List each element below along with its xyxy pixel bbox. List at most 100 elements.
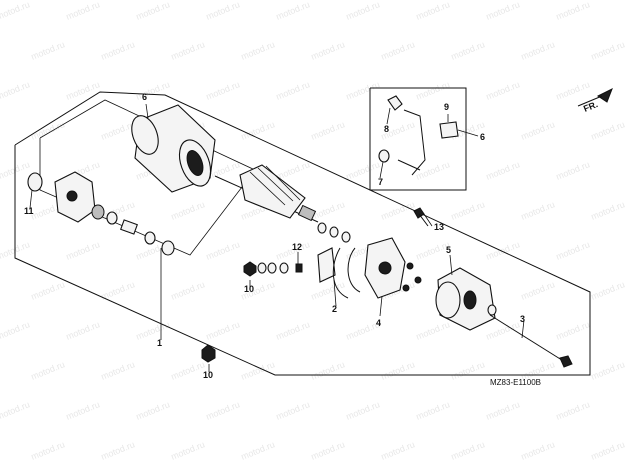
watermark-text: motod.ru bbox=[555, 0, 592, 22]
watermark-text: motod.ru bbox=[170, 279, 207, 302]
watermark-text: motod.ru bbox=[30, 39, 67, 62]
watermark-text: motod.ru bbox=[135, 319, 172, 342]
watermark-text: motod.ru bbox=[100, 119, 137, 142]
watermark-text: motod.ru bbox=[0, 159, 31, 182]
callout-4: 4 bbox=[376, 318, 381, 328]
watermark-text: motod.ru bbox=[310, 439, 347, 462]
watermark-text: motod.ru bbox=[310, 119, 347, 142]
watermark-text: motod.ru bbox=[135, 79, 172, 102]
bottom-nut bbox=[201, 344, 216, 363]
watermark-text: motod.ru bbox=[520, 199, 557, 222]
watermark-text: motod.ru bbox=[100, 359, 137, 382]
watermark-text: motod.ru bbox=[135, 399, 172, 422]
watermark-text: motod.ru bbox=[310, 199, 347, 222]
callout-7: 7 bbox=[378, 177, 383, 187]
watermark-text: motod.ru bbox=[555, 79, 592, 102]
watermark-text: motod.ru bbox=[240, 439, 277, 462]
watermark-text: motod.ru bbox=[310, 359, 347, 382]
callout-6-yoke: 6 bbox=[142, 92, 147, 102]
watermark-text: motod.ru bbox=[0, 0, 31, 22]
watermark-text: motod.ru bbox=[65, 0, 102, 22]
callout-1: 1 bbox=[157, 338, 162, 348]
watermark-text: motod.ru bbox=[415, 0, 452, 22]
callout-10-lower: 10 bbox=[203, 370, 213, 380]
watermark-text: motod.ru bbox=[275, 0, 312, 22]
watermark-text: motod.ru bbox=[275, 79, 312, 102]
callout-9: 9 bbox=[444, 102, 449, 112]
watermark-text: motod.ru bbox=[590, 199, 625, 222]
motor-yoke bbox=[131, 104, 216, 193]
front-direction-arrow: FR. bbox=[577, 87, 613, 114]
watermark-text: motod.ru bbox=[520, 39, 557, 62]
watermark-text: motod.ru bbox=[135, 0, 172, 22]
callout-5: 5 bbox=[446, 245, 451, 255]
callout-11: 11 bbox=[24, 206, 34, 216]
watermark-text: motod.ru bbox=[170, 439, 207, 462]
brush-holder-assembly bbox=[364, 237, 422, 299]
watermark-text: motod.ru bbox=[485, 239, 522, 262]
callout-10-upper: 10 bbox=[244, 284, 254, 294]
watermark-text: motod.ru bbox=[590, 359, 625, 382]
diagram-code: MZ83-E1100B bbox=[490, 378, 541, 387]
watermark-text: motod.ru bbox=[485, 159, 522, 182]
armature bbox=[214, 164, 319, 223]
watermark-text: motod.ru bbox=[345, 0, 382, 22]
leader-lines bbox=[29, 103, 525, 372]
watermark-text: motod.ru bbox=[0, 399, 31, 422]
watermark-text: motod.ru bbox=[170, 199, 207, 222]
watermark-text: motod.ru bbox=[520, 439, 557, 462]
assembly-outline bbox=[14, 91, 591, 376]
callout-8: 8 bbox=[384, 124, 389, 134]
rear-cover bbox=[435, 267, 497, 331]
watermark-text: motod.ru bbox=[520, 279, 557, 302]
watermark-text: motod.ru bbox=[205, 0, 242, 22]
watermark-text: motod.ru bbox=[65, 239, 102, 262]
watermark-text: motod.ru bbox=[170, 39, 207, 62]
watermark-text: motod.ru bbox=[100, 439, 137, 462]
callout-3: 3 bbox=[520, 314, 525, 324]
direction-label: FR. bbox=[582, 99, 599, 114]
watermark-text: motod.ru bbox=[380, 39, 417, 62]
watermark-text: motod.ru bbox=[555, 159, 592, 182]
armature-washers bbox=[317, 222, 351, 243]
watermark-text: motod.ru bbox=[450, 439, 487, 462]
watermark-text: motod.ru bbox=[30, 439, 67, 462]
watermark-text: motod.ru bbox=[415, 399, 452, 422]
watermark-text: motod.ru bbox=[170, 359, 207, 382]
watermark-text: motod.ru bbox=[450, 39, 487, 62]
watermark-text: motod.ru bbox=[555, 399, 592, 422]
watermark-text: motod.ru bbox=[240, 359, 277, 382]
nut-washer-stack bbox=[243, 261, 303, 277]
watermark-text: motod.ru bbox=[30, 279, 67, 302]
watermark-text: motod.ru bbox=[205, 79, 242, 102]
brush-spring bbox=[332, 247, 361, 299]
watermark-text: motod.ru bbox=[65, 319, 102, 342]
watermark-text: motod.ru bbox=[590, 439, 625, 462]
watermark-text: motod.ru bbox=[205, 399, 242, 422]
watermark-text: motod.ru bbox=[450, 199, 487, 222]
watermark-text: motod.ru bbox=[275, 319, 312, 342]
watermark-text: motod.ru bbox=[590, 279, 625, 302]
watermark-text: motod.ru bbox=[0, 319, 31, 342]
watermark-text: motod.ru bbox=[310, 279, 347, 302]
watermark-text: motod.ru bbox=[345, 159, 382, 182]
watermark-text: motod.ru bbox=[345, 79, 382, 102]
watermark-text: motod.ru bbox=[240, 39, 277, 62]
watermark-text: motod.ru bbox=[590, 119, 625, 142]
watermark-text: motod.ru bbox=[30, 119, 67, 142]
watermark-text: motod.ru bbox=[30, 359, 67, 382]
watermark-text: motod.ru bbox=[275, 399, 312, 422]
watermark-text: motod.ru bbox=[555, 319, 592, 342]
brush-holder-clip bbox=[317, 247, 336, 283]
front-bearing-washers bbox=[91, 204, 175, 256]
watermark-text: motod.ru bbox=[485, 79, 522, 102]
watermark-text: motod.ru bbox=[555, 239, 592, 262]
watermark-text: motod.ru bbox=[65, 399, 102, 422]
watermark-text: motod.ru bbox=[485, 399, 522, 422]
watermark-text: motod.ru bbox=[380, 439, 417, 462]
watermark-text: motod.ru bbox=[415, 319, 452, 342]
watermark-text: motod.ru bbox=[590, 39, 625, 62]
